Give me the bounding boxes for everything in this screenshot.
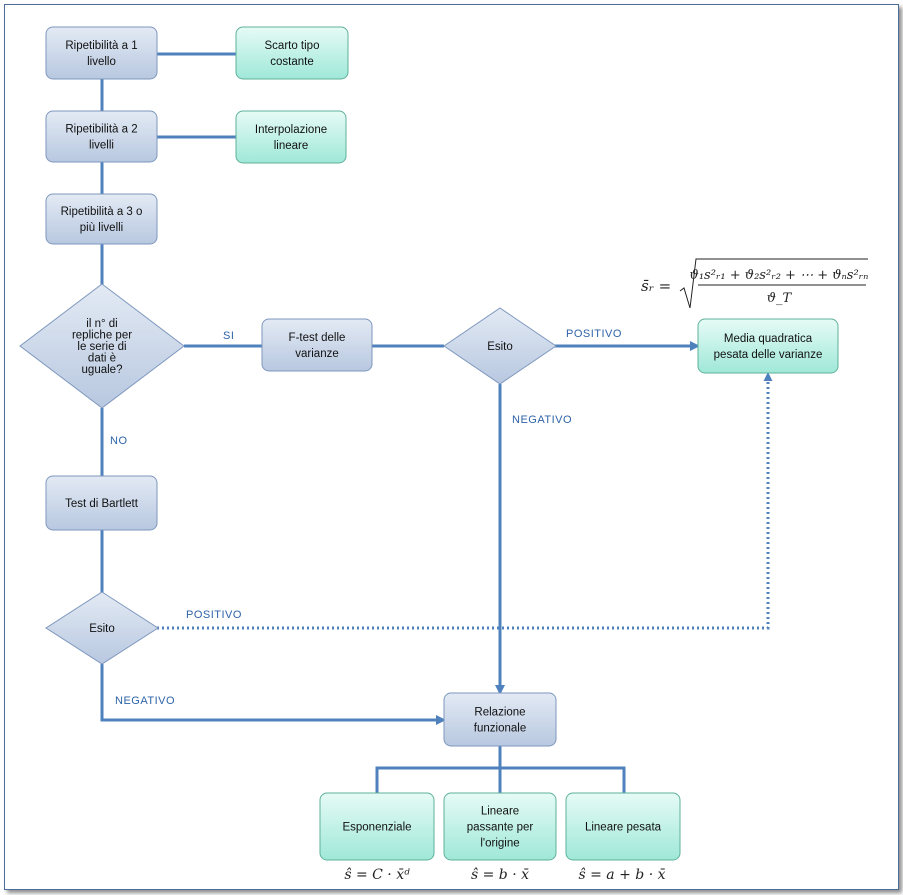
formula-sr-lhs: s̄ᵣ = <box>641 277 671 295</box>
node-label: pesata delle varianze <box>714 349 823 361</box>
formula-sr: s̄ᵣ = ϑ₁s²ᵣ₁ + ϑ₂s²ᵣ₂ + ⋯ + ϑₙs²ᵣₙ ϑ_T <box>641 258 869 309</box>
formula-esponenziale: ŝ = C · x̄ᵈ <box>344 867 410 883</box>
node-shape <box>697 318 839 374</box>
node-shape <box>45 26 158 80</box>
node-esito1: Esito <box>443 307 557 385</box>
node-shape <box>443 792 557 861</box>
node-label: costante <box>270 56 313 68</box>
formula-lineare-origine: ŝ = b · x̄ <box>471 867 529 883</box>
node-rip1: Ripetibilità a 1 livello <box>45 26 158 80</box>
edge-esito2-media-dotted <box>157 372 773 630</box>
node-relazione: Relazione funzionale <box>443 692 557 747</box>
node-ftest: F-test delle varianze <box>261 318 373 372</box>
node-label: F-test delle <box>289 332 346 344</box>
node-label: Ripetibilità a 2 <box>65 124 137 136</box>
label-positivo-1: POSITIVO <box>566 328 622 340</box>
node-label: repliche per <box>72 330 132 342</box>
node-label: Test di Bartlett <box>65 498 139 510</box>
node-label: Relazione <box>474 707 525 719</box>
node-media: Media quadratica pesata delle varianze <box>697 318 839 374</box>
node-label: il n° di <box>86 318 117 330</box>
label-no: NO <box>110 435 128 447</box>
formula-sr-denominator: ϑ_T <box>767 291 793 306</box>
node-label: Interpolazione <box>255 124 327 136</box>
node-label: Esponenziale <box>342 822 411 834</box>
node-shape <box>565 792 681 861</box>
node-label: Lineare pesata <box>585 822 662 834</box>
label-positivo-2: POSITIVO <box>186 609 242 621</box>
node-esito2: Esito <box>45 591 159 665</box>
node-shape <box>443 692 557 747</box>
node-label: più livelli <box>80 222 123 234</box>
connectors <box>100 52 700 793</box>
node-esponenziale: Esponenziale <box>319 792 435 861</box>
node-label: varianze <box>295 348 338 360</box>
formula-lineare-pesata: ŝ = a + b · x̄ <box>578 867 665 883</box>
node-label: dati è <box>88 353 116 365</box>
node-bartlett: Test di Bartlett <box>45 475 158 531</box>
edge-esito2-relazione <box>100 664 446 725</box>
node-shape <box>443 307 557 385</box>
node-shape <box>45 193 158 245</box>
node-label: Scarto tipo <box>265 40 320 52</box>
node-shape <box>19 283 185 409</box>
node-layer: Ripetibilità a 1 livello Scarto tipo costan… <box>19 26 839 861</box>
node-label: Esito <box>89 623 115 635</box>
node-label: passante per <box>467 822 534 834</box>
node-shape <box>261 318 373 372</box>
node-shape <box>319 792 435 861</box>
node-lin-pesata: Lineare pesata <box>565 792 681 861</box>
node-label: uguale? <box>82 364 123 376</box>
formula-radical <box>679 258 868 309</box>
node-label: livello <box>87 56 116 68</box>
node-label: le serie di <box>77 341 126 353</box>
node-label: Ripetibilità a 3 o <box>61 206 143 218</box>
node-shape <box>45 591 159 665</box>
node-rip2: Ripetibilità a 2 livelli <box>45 110 158 163</box>
node-label: funzionale <box>474 723 526 735</box>
node-label: Lineare <box>481 806 519 818</box>
label-negativo-2: NEGATIVO <box>115 695 175 707</box>
node-shape <box>45 110 158 163</box>
label-si: SI <box>223 330 234 342</box>
formula-sr-numerator: ϑ₁s²ᵣ₁ + ϑ₂s²ᵣ₂ + ⋯ + ϑₙs²ᵣₙ <box>690 268 869 283</box>
label-negativo-1: NEGATIVO <box>512 414 572 426</box>
node-label: Esito <box>487 341 513 353</box>
node-interp: Interpolazione lineare <box>235 110 347 164</box>
node-lin-origine: Lineare passante per l'origine <box>443 792 557 861</box>
node-shape <box>235 110 347 164</box>
node-label: Media quadratica <box>724 333 813 345</box>
node-label: lineare <box>274 140 309 152</box>
node-shape <box>235 26 349 80</box>
node-shape <box>45 475 158 531</box>
node-label: Ripetibilità a 1 <box>65 40 137 52</box>
node-scarto: Scarto tipo costante <box>235 26 349 80</box>
node-label: l'origine <box>480 838 519 850</box>
node-label: livelli <box>89 140 114 152</box>
node-rip3: Ripetibilità a 3 o più livelli <box>45 193 158 245</box>
